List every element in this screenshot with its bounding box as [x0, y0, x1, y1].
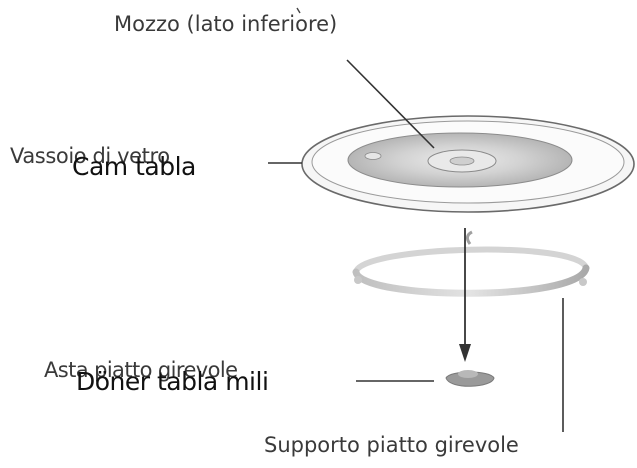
alignment-arrow [459, 228, 471, 362]
label-turntable-support: Supporto piatto girevole [264, 433, 519, 457]
glass-tray-notch [364, 152, 382, 160]
support-ring-back [353, 246, 589, 275]
stray-mark [296, 7, 301, 14]
support-ring-hook [465, 230, 473, 245]
support-roller-left [354, 276, 362, 284]
support-roller-right [579, 278, 587, 286]
glass-tray-hub-center [449, 156, 475, 166]
label-hub: Mozzo (lato inferiore) [114, 12, 338, 36]
glass-tray [301, 115, 635, 213]
leader-hub [346, 59, 435, 149]
label-turntable-shaft-overlay: Döner tabla mili [76, 367, 269, 396]
label-glass-tray: Vassoio di vetro [10, 144, 170, 168]
label-glass-tray-overlay: Cam tabla [72, 152, 196, 181]
label-turntable-shaft: Asta piatto girevole [44, 358, 238, 382]
turntable-shaft-coupler [445, 370, 495, 387]
support-ring-front [352, 264, 590, 297]
turntable-support-ring [352, 230, 590, 297]
leader-lines [268, 59, 564, 432]
